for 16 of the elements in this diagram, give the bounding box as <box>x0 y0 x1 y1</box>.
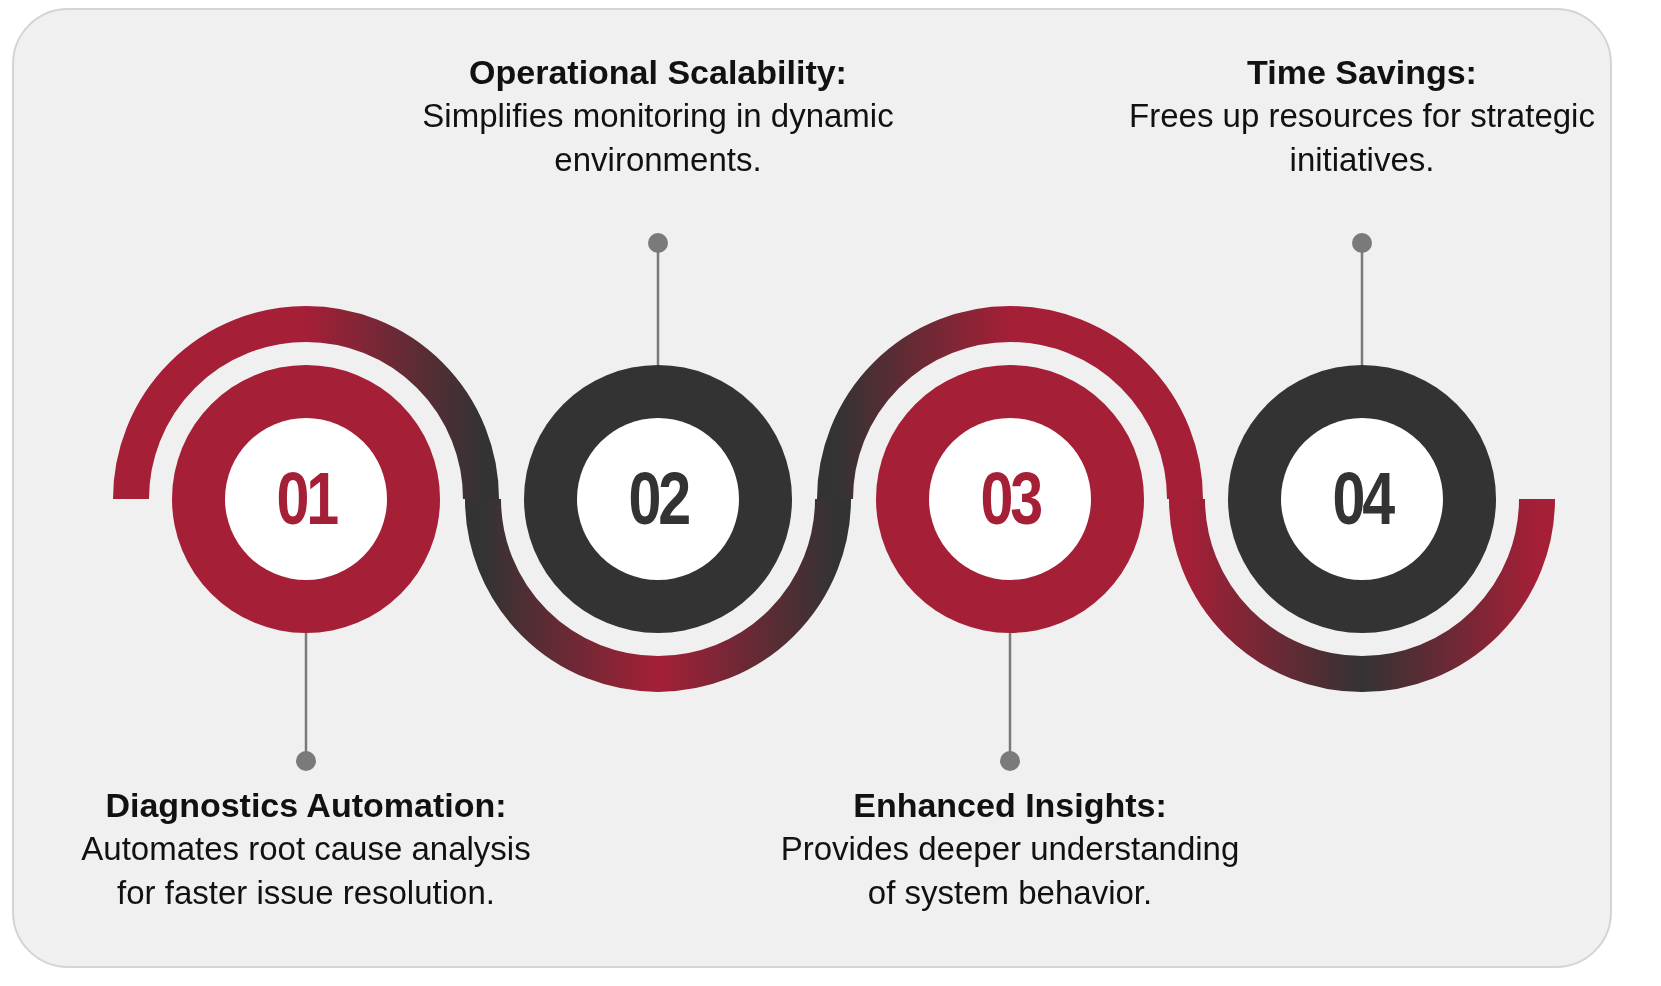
step-heading: Time Savings: <box>1247 52 1477 93</box>
step-description: Automates root cause analysis for faster issue resolution. <box>80 829 532 913</box>
leader-line <box>648 233 668 365</box>
step-description: Simplifies monitoring in dynamic environments. <box>421 96 895 180</box>
step-number: 02 <box>628 462 688 536</box>
step-number: 01 <box>276 462 336 536</box>
step-number: 04 <box>1332 462 1392 536</box>
step-heading: Diagnostics Automation: <box>105 785 507 826</box>
step-number: 03 <box>980 462 1040 536</box>
step-description: Frees up resources for strategic initiatives. <box>1128 96 1596 180</box>
step-description: Provides deeper understanding of system behavior. <box>779 829 1241 913</box>
leader-line <box>1000 633 1020 771</box>
leader-line <box>296 633 316 771</box>
step-heading: Enhanced Insights: <box>853 785 1167 826</box>
step-heading: Operational Scalability: <box>469 52 847 93</box>
leader-line <box>1352 233 1372 365</box>
